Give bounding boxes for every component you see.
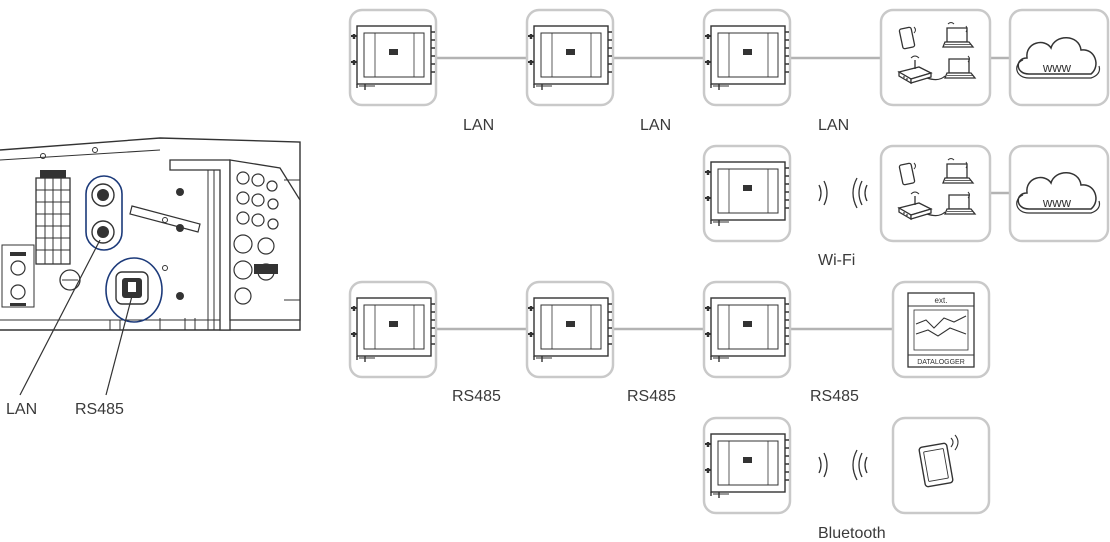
internet-cloud-tile: www bbox=[1008, 8, 1110, 107]
datalogger-icon bbox=[907, 292, 975, 368]
inverter-icon bbox=[703, 160, 791, 228]
rs485-callout-label: RS485 bbox=[75, 401, 124, 418]
cloud-text: www bbox=[1042, 195, 1072, 210]
cloud-text: www bbox=[1042, 60, 1072, 75]
network-devices-tile bbox=[879, 8, 992, 107]
wifi-waves-icon bbox=[818, 177, 868, 209]
datalogger-tile: ext. DATALOGGER bbox=[891, 280, 991, 379]
device-connection-panel: LAN RS485 bbox=[0, 137, 301, 418]
lan-callout-label: LAN bbox=[6, 401, 37, 418]
inverter-icon bbox=[349, 296, 437, 364]
rs485-connection-row: ext. DATALOGGER RS485 RS485 RS485 bbox=[348, 280, 991, 405]
internet-cloud-tile: www bbox=[1008, 144, 1110, 243]
inverter-tile bbox=[525, 280, 615, 379]
network-devices-tile bbox=[879, 144, 992, 243]
rs485-label: RS485 bbox=[627, 388, 676, 405]
bluetooth-waves-icon bbox=[818, 449, 868, 481]
inverter-tile bbox=[702, 280, 792, 379]
tablet-icon bbox=[918, 434, 959, 488]
inverter-icon bbox=[703, 296, 791, 364]
rs485-label: RS485 bbox=[452, 388, 501, 405]
wifi-label: Wi-Fi bbox=[818, 252, 855, 269]
rs485-port-highlight bbox=[105, 257, 163, 323]
inverter-tile bbox=[702, 8, 792, 107]
inverter-tile bbox=[702, 416, 792, 515]
bluetooth-connection-row: Bluetooth bbox=[702, 416, 991, 542]
lan-callout-line bbox=[19, 239, 101, 396]
inverter-tile bbox=[525, 8, 615, 107]
inverter-tile bbox=[702, 144, 792, 243]
inverter-tile bbox=[348, 8, 438, 107]
datalogger-bottom-text: DATALOGGER bbox=[917, 359, 965, 366]
lan-label: LAN bbox=[463, 117, 494, 134]
inverter-icon bbox=[526, 24, 614, 92]
inverter-icon bbox=[349, 24, 437, 92]
inverter-tile bbox=[348, 280, 438, 379]
rs485-callout-line bbox=[105, 295, 133, 396]
lan-ports-highlight bbox=[85, 175, 123, 251]
lan-label: LAN bbox=[818, 117, 849, 134]
wifi-connection-row: www Wi-Fi bbox=[702, 144, 1110, 269]
rs485-label: RS485 bbox=[810, 388, 859, 405]
inverter-icon bbox=[703, 24, 791, 92]
tablet-tile bbox=[891, 416, 991, 515]
datalogger-top-text: ext. bbox=[935, 296, 948, 305]
lan-label: LAN bbox=[640, 117, 671, 134]
device-housing-illustration bbox=[0, 137, 301, 331]
inverter-icon bbox=[703, 432, 791, 500]
lan-connection-row: www LAN LAN LAN bbox=[348, 8, 1110, 134]
bluetooth-label: Bluetooth bbox=[818, 525, 886, 542]
inverter-icon bbox=[526, 296, 614, 364]
